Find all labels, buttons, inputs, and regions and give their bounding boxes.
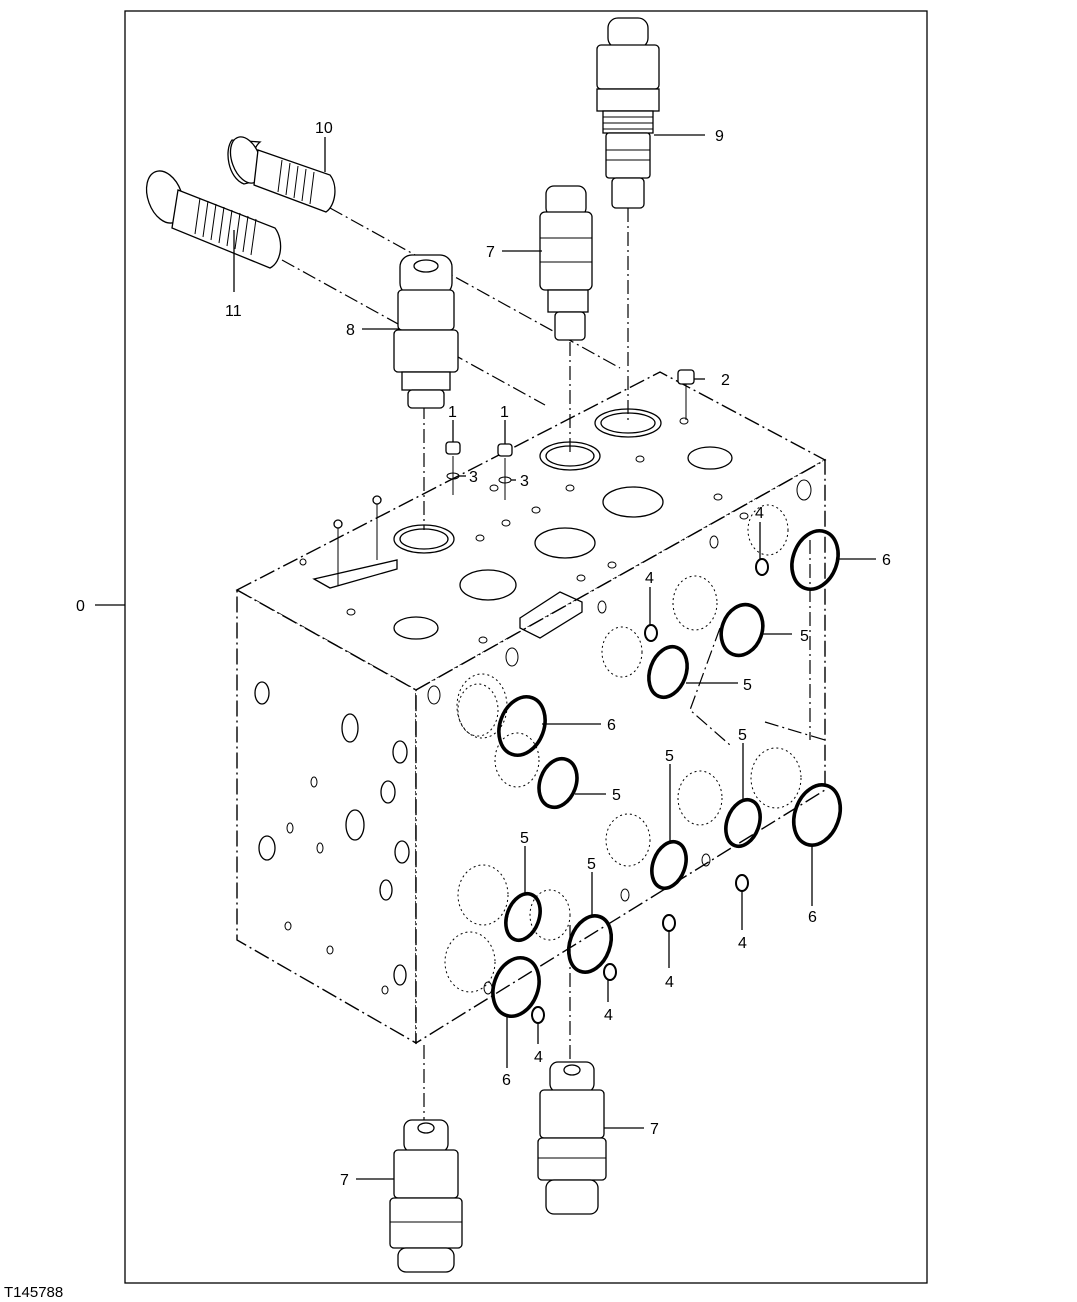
relief-valve-9 [596, 17, 660, 209]
callout-6d: 6 [502, 1072, 511, 1089]
valve-7-top [539, 185, 593, 341]
bolt-11 [145, 170, 282, 269]
callout-2: 2 [721, 372, 730, 389]
callout-5c: 5 [612, 787, 621, 804]
callout-5a: 5 [800, 628, 809, 645]
callout-3b: 3 [520, 473, 529, 490]
callout-0: 0 [76, 598, 85, 615]
callout-7a: 7 [486, 244, 495, 261]
callout-4c: 4 [738, 935, 747, 952]
callout-1a: 1 [448, 404, 457, 421]
callout-5f: 5 [520, 830, 529, 847]
callout-4d: 4 [665, 974, 674, 991]
valve-7-bottom-right [537, 1061, 607, 1215]
callout-6b: 6 [607, 717, 616, 734]
valve-7-bottom-left [389, 1119, 463, 1273]
callout-4f: 4 [534, 1049, 543, 1066]
callout-8: 8 [346, 322, 355, 339]
valve-body [235, 371, 827, 1045]
callout-4a: 4 [755, 505, 764, 522]
callout-10: 10 [315, 120, 333, 137]
callout-5b: 5 [743, 677, 752, 694]
callout-5e: 5 [665, 748, 674, 765]
callout-9: 9 [715, 128, 724, 145]
callout-4e: 4 [604, 1007, 613, 1024]
valve-8 [393, 254, 459, 409]
callout-11: 11 [225, 303, 242, 320]
plugs [333, 369, 695, 586]
callout-3a: 3 [469, 469, 478, 486]
callout-7b: 7 [650, 1121, 659, 1138]
callout-5g: 5 [587, 856, 596, 873]
callout-7c: 7 [340, 1172, 349, 1189]
callout-5d: 5 [738, 727, 747, 744]
callout-6c: 6 [808, 909, 817, 926]
callout-6a: 6 [882, 552, 891, 569]
diagram-frame [124, 10, 928, 1284]
callout-1b: 1 [500, 404, 509, 421]
callout-labels: 0 1 1 2 3 3 4 4 4 4 4 4 5 5 5 5 5 5 5 6 … [4, 120, 891, 1301]
figure-code: T145788 [4, 1284, 63, 1301]
bolt-10 [227, 136, 336, 213]
callout-4b: 4 [645, 570, 654, 587]
leader-lines [233, 134, 876, 1180]
